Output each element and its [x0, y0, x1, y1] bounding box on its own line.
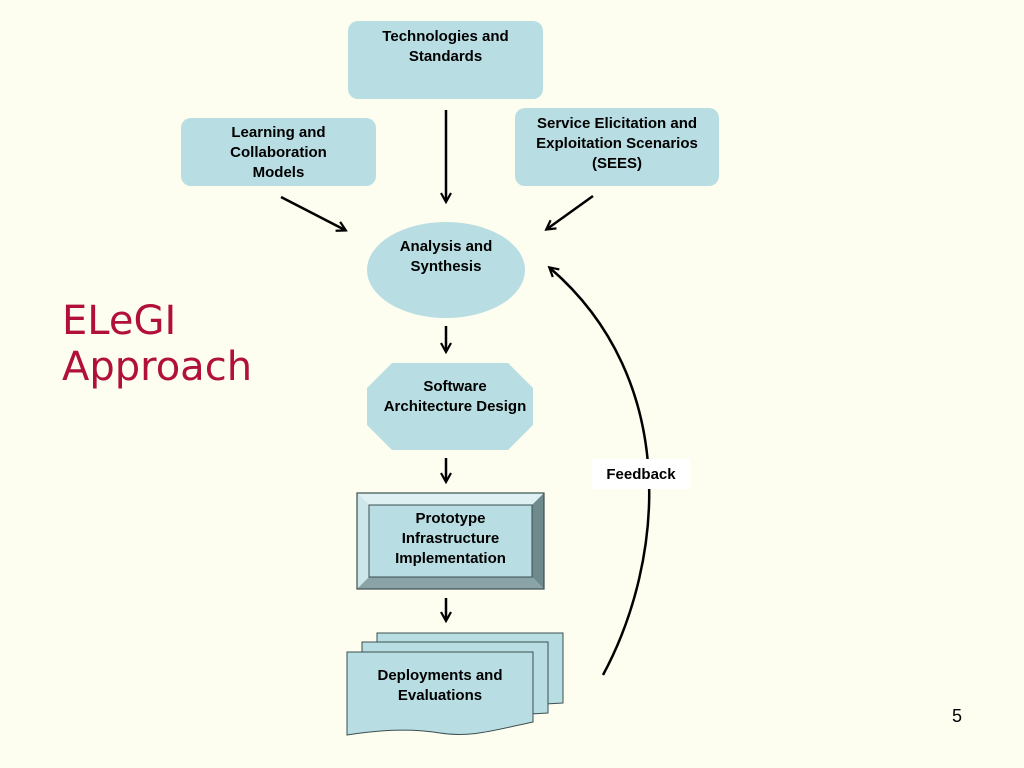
- node-prototype-shape: [356, 492, 545, 590]
- node-sees-shape: [515, 108, 719, 186]
- node-learning: Learning and Collaboration Models: [230, 124, 327, 181]
- node-prototype: Prototype Infrastructure Implementation: [395, 510, 506, 567]
- arrow-learning-to-analysis: [280, 195, 345, 230]
- node-technologies-shape: [348, 21, 543, 99]
- node-architecture: Software Architecture Design: [383, 378, 527, 415]
- node-deployments-shape: [346, 632, 564, 736]
- node-technologies: Technologies and Standards: [382, 28, 509, 65]
- node-analysis-shape: [367, 222, 525, 318]
- page-number: 5: [951, 706, 962, 726]
- arrow-sees-to-analysis: [547, 194, 594, 229]
- node-analysis: Analysis and Synthesis: [399, 238, 493, 275]
- node-deployments: Deployments and Evaluations: [377, 667, 503, 704]
- slide-title: ELeGI Approach: [62, 298, 253, 390]
- feedback-label: Feedback: [592, 459, 690, 489]
- node-architecture-shape: [367, 363, 533, 450]
- node-sees: Service Elicitation and Exploitation Sce…: [536, 115, 698, 172]
- node-learning-shape: [181, 118, 376, 186]
